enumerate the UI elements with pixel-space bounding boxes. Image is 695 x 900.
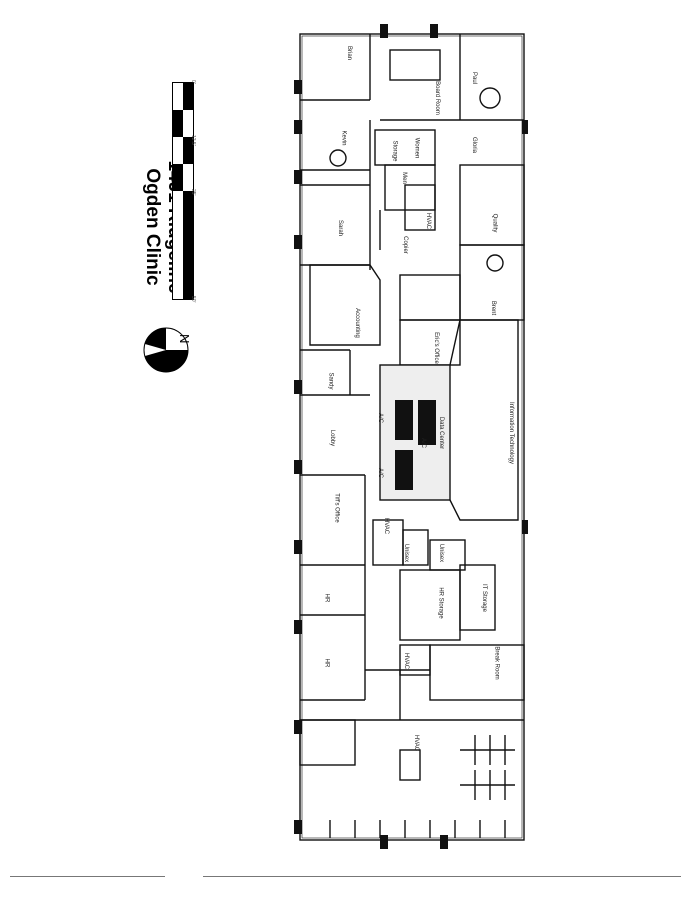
room-label: Quality: [491, 213, 498, 233]
room-label: A/C: [377, 467, 384, 479]
room-label: Gloria: [471, 136, 478, 154]
scale-bar: [172, 82, 194, 300]
room-label: HVAC: [383, 517, 390, 535]
room-label: Sandy: [327, 372, 334, 390]
divider-rule: [203, 876, 681, 877]
room-label: Data Center: [438, 416, 445, 450]
room-label: Lobby: [329, 429, 336, 447]
room-label: Tiff's Office: [333, 493, 340, 523]
room-label: A/C: [377, 412, 384, 424]
room-label: Break Room: [493, 646, 500, 680]
svg-text:N: N: [177, 334, 192, 343]
room-label: Board Room: [433, 81, 440, 115]
room-label: Information Technology: [507, 402, 514, 464]
scale-tick: 50': [190, 296, 196, 303]
room-label: Unisex: [438, 543, 445, 563]
room-label: HR Storage: [437, 587, 444, 619]
room-label: Women: [413, 137, 420, 159]
scale-tick: 12.5': [190, 135, 196, 146]
room-label: HR: [323, 593, 330, 603]
room-label: Copier: [401, 236, 408, 254]
room-label: HVAC: [413, 734, 420, 752]
room-label: Storage: [391, 140, 398, 162]
room-label: Accounting: [353, 308, 360, 338]
floor-plan-drawing: [294, 24, 528, 849]
room-label: Brian: [346, 45, 353, 61]
room-label: Sarah: [337, 219, 344, 237]
divider-rule: [10, 876, 165, 877]
title-line-2: Ogden Clinic: [142, 168, 163, 286]
room-label: Brent: [490, 300, 497, 316]
room-label: Paul: [471, 71, 478, 85]
scale-tick: 25': [190, 189, 196, 196]
room-label: HVAC: [425, 212, 432, 230]
room-label: HVAC: [403, 652, 410, 670]
scale-tick: 0': [190, 80, 196, 84]
room-label: Men: [400, 172, 407, 184]
room-label: Eric's Office: [432, 332, 439, 364]
room-label: HR: [323, 658, 330, 668]
room-label: IT Storage: [480, 584, 487, 612]
north-arrow-icon: N: [140, 320, 196, 376]
room-label: A/C: [420, 437, 427, 449]
room-label: Unisex: [403, 543, 410, 563]
room-label: Kevin: [340, 130, 347, 146]
